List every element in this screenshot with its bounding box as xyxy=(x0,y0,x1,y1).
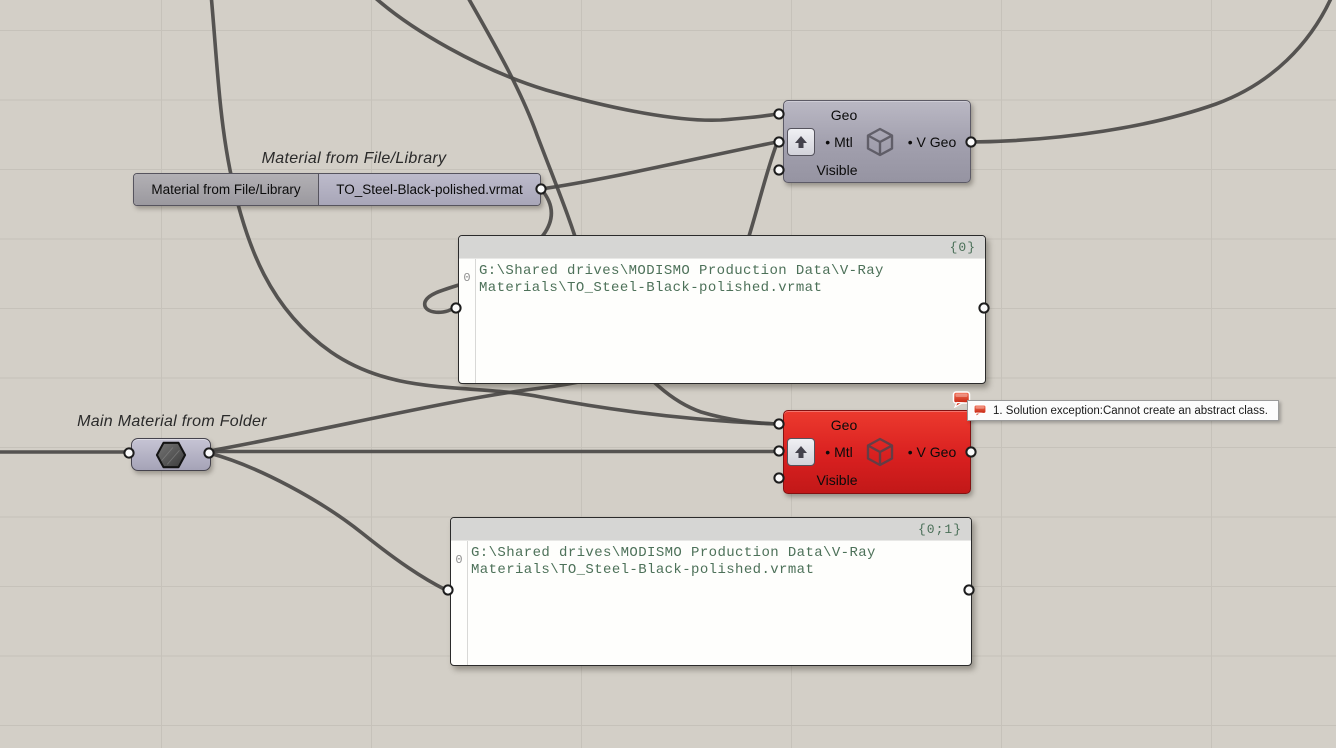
port-error-mtl-in[interactable] xyxy=(773,445,785,457)
material-file-value[interactable]: TO_Steel-Black-polished.vrmat xyxy=(319,174,540,205)
error-tooltip-text: 1. Solution exception:Cannot create an a… xyxy=(993,404,1268,417)
data-panel-top[interactable]: {0} 0 G:\Shared drives\MODISMO Productio… xyxy=(458,235,986,384)
up-arrow-glyph xyxy=(795,446,807,458)
port-panel1-out[interactable] xyxy=(978,302,990,314)
input-label-mtl: • Mtl xyxy=(825,134,853,150)
row-index: 0 xyxy=(463,271,471,285)
error-tooltip: 1. Solution exception:Cannot create an a… xyxy=(967,400,1279,421)
port-error-geo-in[interactable] xyxy=(773,418,785,430)
wire-top-to-error-geo[interactable] xyxy=(209,0,779,426)
cube-icon xyxy=(866,437,894,467)
panel-header: {0} xyxy=(459,236,985,259)
input-label-geo: Geo xyxy=(830,107,858,123)
port-error-visible-in[interactable] xyxy=(773,472,785,484)
port-filelib-out[interactable] xyxy=(535,183,547,195)
panel-text-line: G:\Shared drives\MODISMO Production Data… xyxy=(479,263,884,279)
cube-icon xyxy=(866,127,894,157)
panel-gutter xyxy=(451,541,468,665)
port-folder-out[interactable] xyxy=(203,447,215,459)
error-balloon-icon xyxy=(973,403,987,418)
component-title: Material from File/Library xyxy=(134,174,319,205)
up-arrow-glyph xyxy=(795,136,807,148)
input-label-visible: Visible xyxy=(816,162,858,178)
port-panel2-in[interactable] xyxy=(442,584,454,596)
port-gray-visible-in[interactable] xyxy=(773,164,785,176)
panel-text-line: Materials\TO_Steel-Black-polished.vrmat xyxy=(471,562,815,578)
row-index: 0 xyxy=(455,553,463,567)
panel-path-index: {0} xyxy=(949,239,976,255)
output-label-vgeo: • V Geo xyxy=(907,134,957,150)
up-arrow-icon[interactable] xyxy=(787,438,815,466)
input-label-mtl: • Mtl xyxy=(825,444,853,460)
main-material-from-folder-component[interactable] xyxy=(131,438,211,471)
wire-gray-vgeo-out[interactable] xyxy=(969,0,1333,144)
hexagon-icon xyxy=(155,441,187,468)
error-balloon-badge[interactable] xyxy=(952,391,971,408)
panel-header: {0;1} xyxy=(451,518,971,541)
panel-path-index: {0;1} xyxy=(917,521,962,537)
port-panel2-out[interactable] xyxy=(963,584,975,596)
port-folder-in[interactable] xyxy=(123,447,135,459)
port-gray-mtl-in[interactable] xyxy=(773,136,785,148)
port-gray-geo-in[interactable] xyxy=(773,108,785,120)
port-error-vgeo-out[interactable] xyxy=(965,446,977,458)
wire-top-to-gray-geo[interactable] xyxy=(371,0,779,123)
input-label-geo: Geo xyxy=(830,417,858,433)
output-label-vgeo: • V Geo xyxy=(907,444,957,460)
up-arrow-icon[interactable] xyxy=(787,128,815,156)
port-gray-vgeo-out[interactable] xyxy=(965,136,977,148)
panel-text-line: G:\Shared drives\MODISMO Production Data… xyxy=(471,545,876,561)
data-panel-bottom[interactable]: {0;1} 0 G:\Shared drives\MODISMO Product… xyxy=(450,517,972,666)
panel-text-line: Materials\TO_Steel-Black-polished.vrmat xyxy=(479,280,823,296)
wire-filelib-to-gray-mtl[interactable] xyxy=(539,140,779,191)
label-material-from-file-library: Material from File/Library xyxy=(261,150,447,168)
material-from-file-library-component[interactable]: Material from File/Library TO_Steel-Blac… xyxy=(133,173,541,206)
panel-gutter xyxy=(459,259,476,383)
wire-folder-to-panel2[interactable] xyxy=(207,451,448,592)
port-panel1-in[interactable] xyxy=(450,302,462,314)
vray-geometry-component[interactable]: Geo • Mtl Visible • V Geo xyxy=(783,100,971,183)
vray-geometry-component-error[interactable]: Geo • Mtl Visible • V Geo xyxy=(783,410,971,494)
input-label-visible: Visible xyxy=(816,472,858,488)
label-main-material-from-folder: Main Material from Folder xyxy=(77,413,267,431)
